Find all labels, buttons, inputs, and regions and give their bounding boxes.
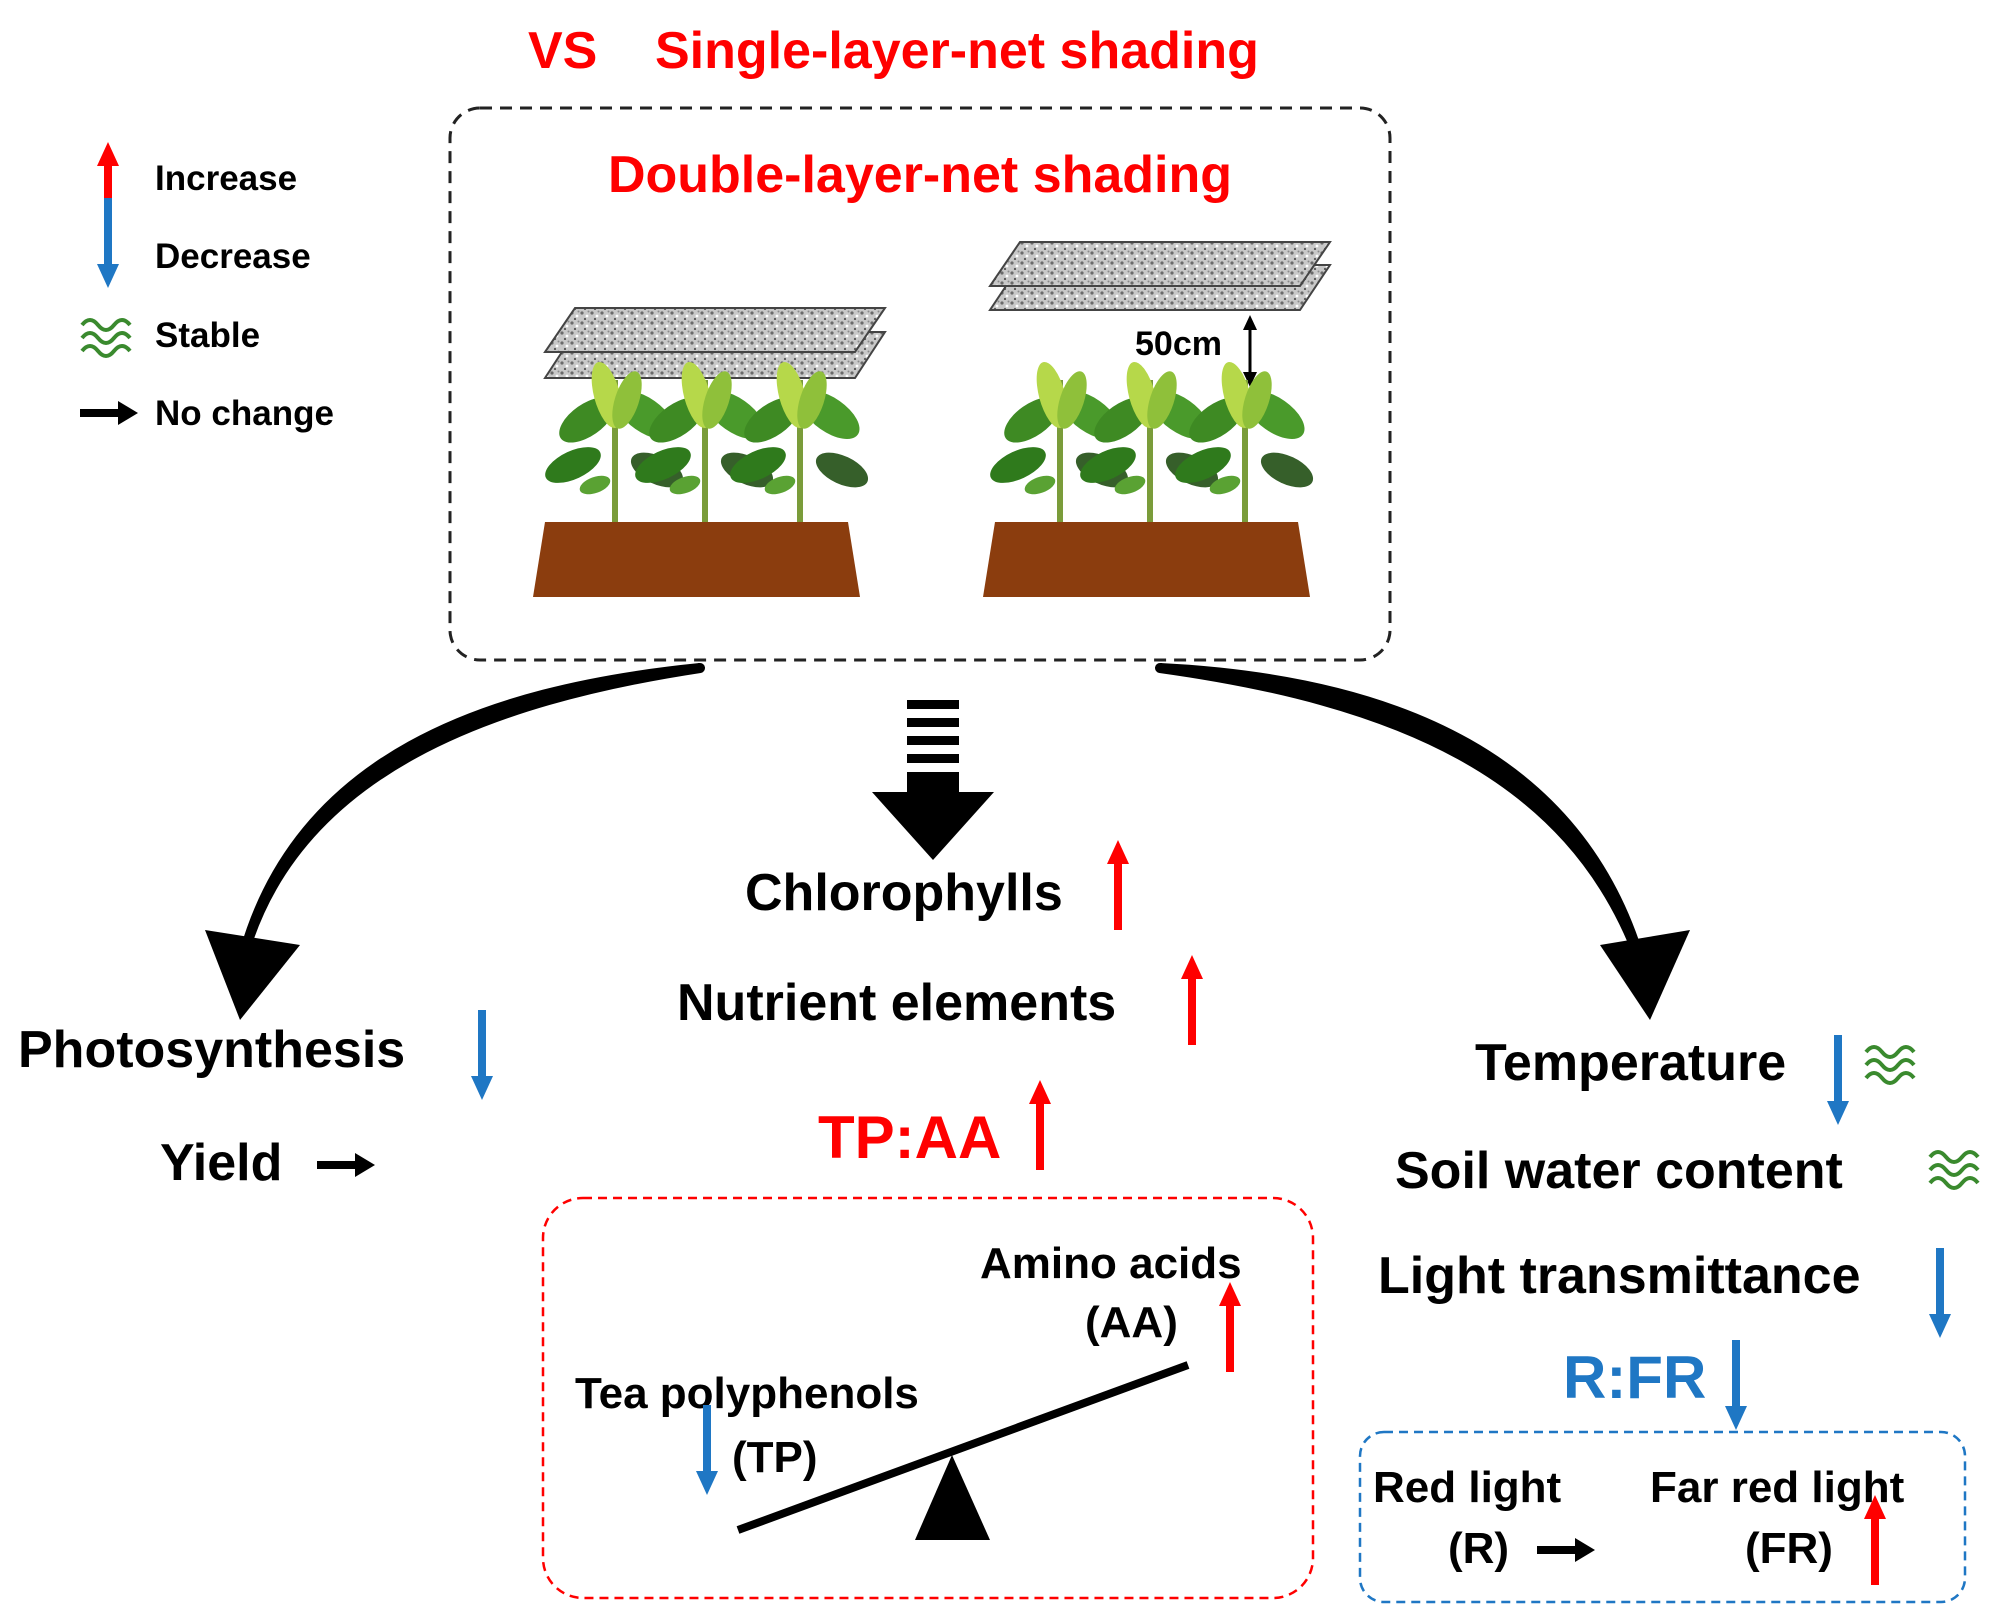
- arrow-right-icon: [80, 401, 138, 425]
- tea-plant: [539, 358, 689, 530]
- tea-polyphenols-abbr: (TP): [732, 1433, 818, 1482]
- curve-arrow-left-head: [205, 930, 300, 1020]
- double-layer-setup: [533, 307, 887, 597]
- no-change-arrow: [317, 1153, 375, 1177]
- legend-label-no-change: No change: [155, 394, 334, 433]
- increase-arrow: [1219, 1282, 1241, 1372]
- no-change-arrow: [1537, 1538, 1595, 1562]
- wave-icon: [1928, 1150, 1980, 1190]
- gap-arrow-head-bottom: [1243, 372, 1257, 387]
- r-fr-ratio-label: R:FR: [1563, 1344, 1706, 1411]
- curve-arrow-right-head: [1600, 930, 1690, 1020]
- seesaw-beam: [736, 1361, 1190, 1534]
- gap-arrow-head-top: [1243, 315, 1257, 330]
- tea-plant: [1169, 358, 1319, 530]
- soil-bed: [533, 522, 860, 597]
- curve-arrow-left: [240, 663, 705, 955]
- tp-aa-ratio-label: TP:AA: [818, 1104, 1001, 1171]
- vs-label: VS: [528, 22, 597, 80]
- temperature-label: Temperature: [1475, 1034, 1786, 1092]
- shade-net-upper: [988, 241, 1332, 287]
- decrease-arrow: [1929, 1248, 1951, 1338]
- tea-plant: [724, 358, 874, 530]
- shade-net-upper: [543, 307, 887, 353]
- decrease-arrow: [471, 1010, 493, 1100]
- arrow-down-icon: [97, 198, 119, 288]
- legend-label-stable: Stable: [155, 316, 260, 355]
- seesaw-fulcrum: [915, 1455, 990, 1540]
- far-red-light-abbr: (FR): [1745, 1524, 1833, 1573]
- legend-label-decrease: Decrease: [155, 237, 311, 276]
- curve-arrow-right: [1155, 663, 1645, 965]
- wave-icon: [80, 318, 132, 358]
- amino-acids-abbr: (AA): [1085, 1298, 1178, 1347]
- decrease-arrow: [696, 1405, 718, 1495]
- balance-box: [541, 1196, 1315, 1600]
- chlorophylls-label: Chlorophylls: [745, 864, 1063, 922]
- red-light-abbr: (R): [1448, 1524, 1509, 1573]
- increase-arrow: [1029, 1080, 1051, 1170]
- tea-plant: [1074, 358, 1224, 530]
- nutrients-label: Nutrient elements: [677, 974, 1116, 1032]
- wave-icon: [1864, 1045, 1916, 1085]
- soil-water-label: Soil water content: [1395, 1142, 1843, 1200]
- raised-net-setup: 50cm: [983, 241, 1332, 597]
- treatment-title: Double-layer-net shading: [608, 146, 1232, 204]
- treatment-box: [448, 106, 1392, 662]
- increase-arrow: [1107, 840, 1129, 930]
- photosynthesis-label: Photosynthesis: [18, 1021, 405, 1079]
- light-box: [1358, 1430, 1967, 1604]
- legend-label-increase: Increase: [155, 159, 297, 198]
- tea-plant: [984, 358, 1134, 530]
- legend: Increase Decrease Stable No change: [80, 142, 334, 433]
- soil-bed: [983, 522, 1310, 597]
- gap-label: 50cm: [1135, 325, 1222, 363]
- central-down-arrow: [872, 700, 994, 860]
- yield-label: Yield: [160, 1134, 282, 1192]
- far-red-light-label: Far red light: [1650, 1463, 1905, 1512]
- tea-plant: [629, 358, 779, 530]
- decrease-arrow: [1725, 1340, 1747, 1430]
- light-transmittance-label: Light transmittance: [1378, 1247, 1861, 1305]
- increase-arrow: [1181, 955, 1203, 1045]
- comparison-title: Single-layer-net shading: [655, 22, 1259, 80]
- decrease-arrow: [1827, 1035, 1849, 1125]
- amino-acids-label: Amino acids: [980, 1239, 1242, 1288]
- tea-polyphenols-label: Tea polyphenols: [575, 1369, 919, 1418]
- red-light-label: Red light: [1373, 1463, 1562, 1512]
